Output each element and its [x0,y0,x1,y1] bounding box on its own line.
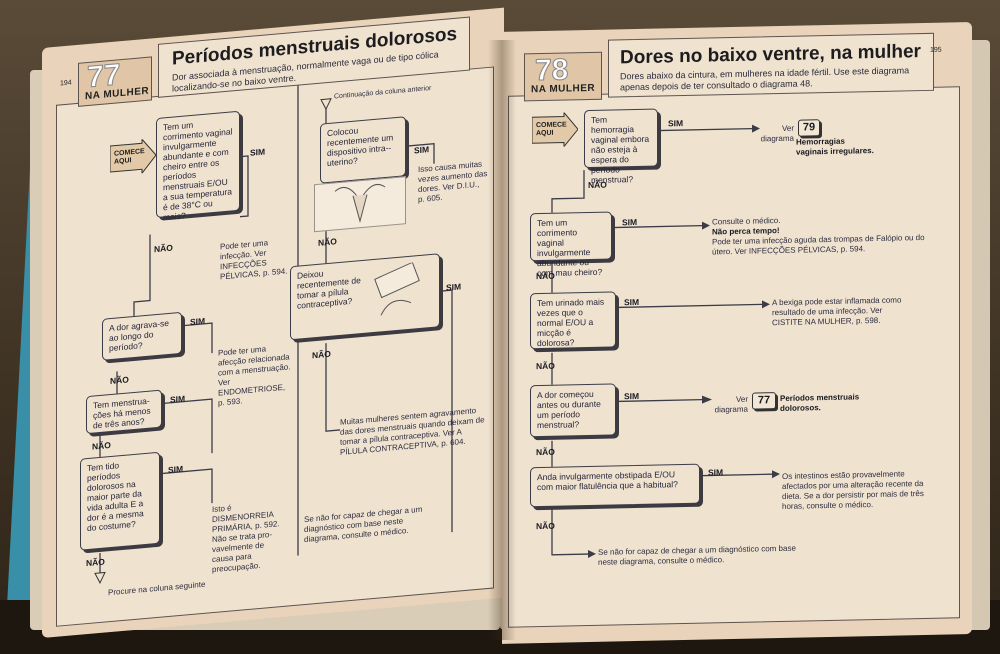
left-q6-box: Deixou recentemente de tomar a pílula co… [290,253,440,341]
left-q1-yes: SIM [250,146,266,158]
left-q6-yes: SIM [446,281,462,293]
left-a2: Pode ter uma afecção relacionada com a m… [218,344,291,408]
right-q1-yes: SIM [668,118,684,129]
right-q4-box: A dor começou antes ou durante um períod… [530,383,616,438]
right-ref1-text: Hemorragias vaginais irregulares. [796,136,874,157]
left-q4-no: NÃO [86,556,105,569]
right-start-arrow: COMECE AQUI [531,111,579,148]
right-final-note: Se não for capaz de chegar a um diagnóst… [598,543,796,567]
right-ref1-number: 79 [798,119,820,137]
left-q6-text: Deixou recentemente de tomar a pílula co… [297,268,361,311]
left-q3-no: NÃO [92,439,111,452]
left-q1-no: NÃO [154,242,173,255]
right-q5-box: Anda invulgarmente obstipada E/OU com ma… [530,463,700,508]
left-q2-no: NÃO [110,374,129,387]
right-q5-no: NÃO [536,520,555,532]
left-q5-yes: SIM [414,144,430,156]
right-q3-yes: SIM [624,296,640,308]
right-ref4-number: 77 [752,392,776,410]
left-q4-box: Tem tido períodos dolorosos na maior par… [80,451,160,551]
right-a5: Os intestinos estão provavelmente afecta… [782,469,924,511]
right-q4-yes: SIM [624,390,640,402]
right-ref4-text: Períodos menstruais dolorosos. [780,392,860,414]
left-page: 194 77 NA MULHER Períodos menstruais dol… [42,7,504,638]
right-q2-no: NÃO [536,270,555,282]
right-ref1-pre: Ver diagrama [760,123,794,144]
left-q3-box: Tem menstrua-ções há menos de três anos? [86,389,162,435]
right-ref4-pre: Ver diagrama [714,394,748,415]
right-flow-lines [551,124,780,559]
right-q1-box: Tem hemorragia vaginal embora não esteja… [584,108,658,185]
right-q2-yes: SIM [622,217,638,228]
left-a4: Isto é DISMENORREIA PRIMÁRIA, p. 592. Nã… [212,503,280,575]
left-q1-box: Tem um corrimento vaginal invulgarmente … [156,110,240,222]
left-a5: Isso causa muitas vezes aumento das dore… [418,159,488,205]
right-q2-box: Tem um corrimento vaginal invulgarmente … [530,211,612,278]
pill-pack-illustration [374,261,420,316]
right-q3-no: NÃO [536,360,555,372]
right-q5-yes: SIM [708,467,724,478]
right-start-label: COMECE AQUI [536,121,567,138]
uterus-illustration [314,176,406,233]
left-a1: Pode ter uma infecção. Ver INFECÇÕES PÉL… [220,238,288,282]
left-flow-lines [94,85,453,585]
right-a3: A bexiga pode estar inflamada como resul… [772,295,902,328]
left-q2-yes: SIM [190,315,206,328]
right-q3-box: Tem urinado mais vezes que o normal E/OU… [530,291,616,350]
left-q5-box: Colocou recentemente um dispositivo intr… [320,116,406,184]
left-q2-box: A dor agrava-se ao longo do período? [102,311,182,361]
right-q1-no: NÃO [588,179,607,191]
right-q4-no: NÃO [536,446,555,458]
left-q5-no: NÃO [318,236,337,248]
left-q3-yes: SIM [170,393,186,405]
left-q4-yes: SIM [168,463,184,475]
left-q6-no: NÃO [312,348,331,361]
left-start-arrow: COMECE AQUI [109,137,157,176]
right-page: 78 NA MULHER Dores no baixo ventre, na m… [502,22,972,644]
book-gutter [488,40,516,640]
